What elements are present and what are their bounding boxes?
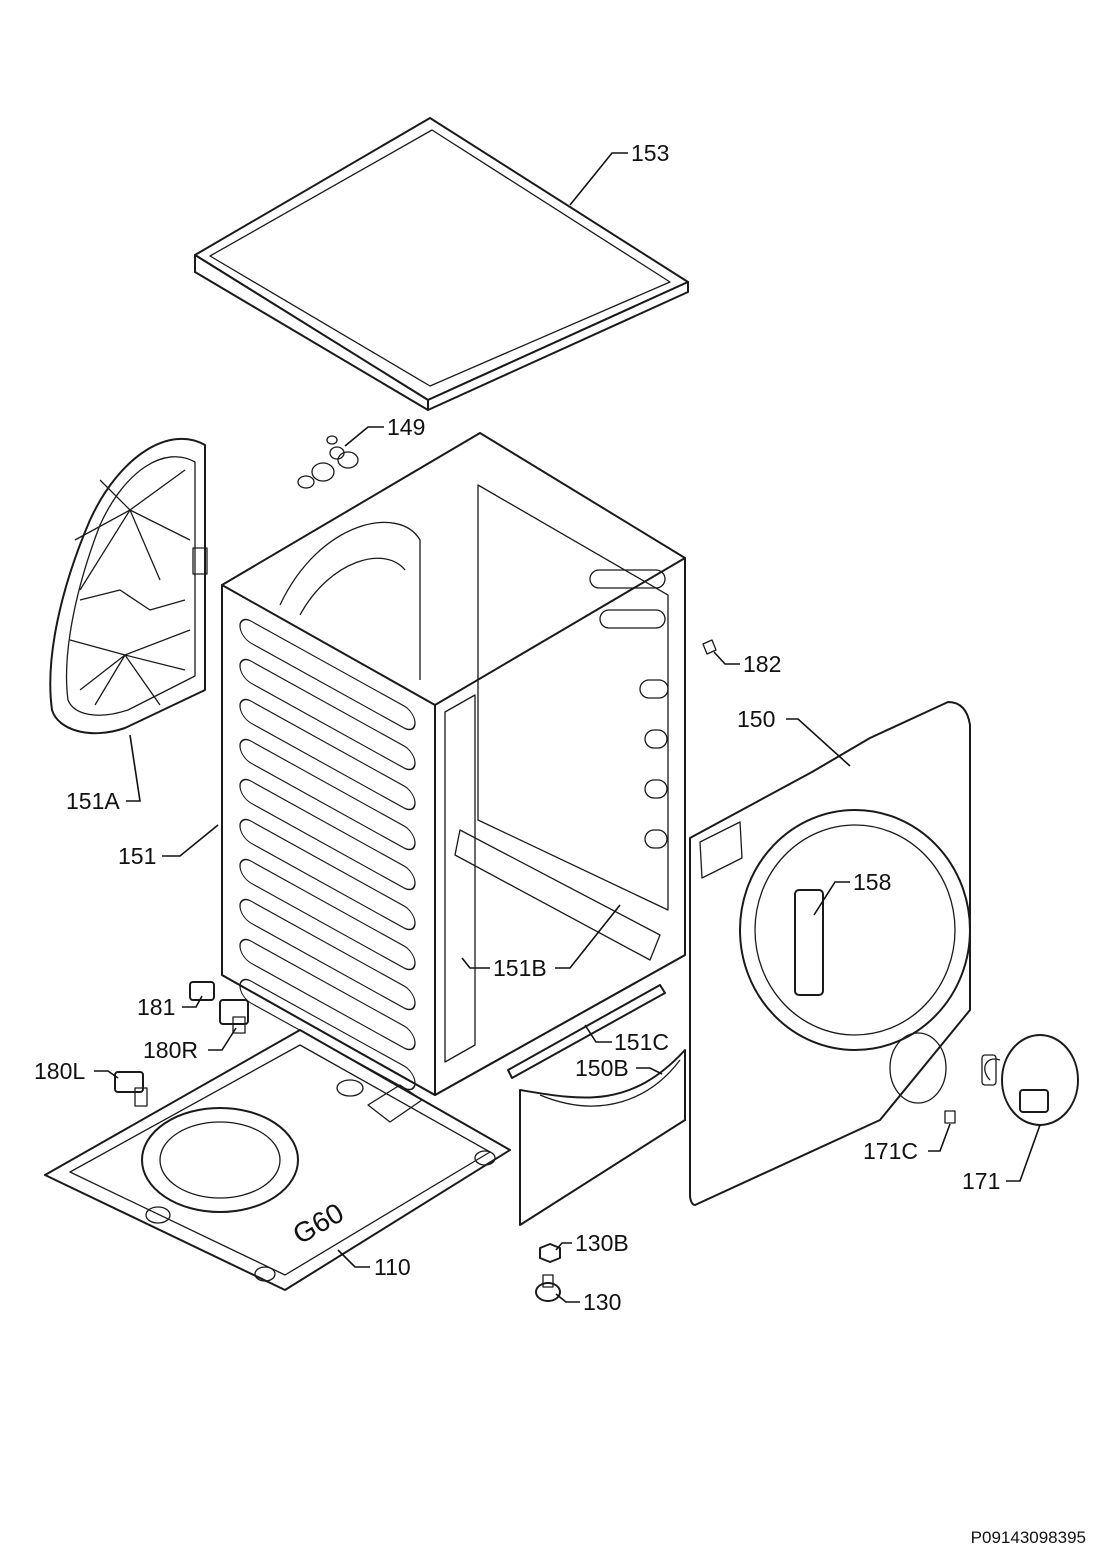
- label-130b: 130B: [575, 1230, 629, 1256]
- label-150: 150: [737, 706, 775, 732]
- label-151b: 151B: [493, 955, 547, 981]
- part-cabinet: [221, 432, 686, 1096]
- label-130: 130: [583, 1289, 621, 1315]
- label-151a: 151A: [66, 788, 120, 814]
- label-171c: 171C: [863, 1138, 918, 1164]
- label-181: 181: [137, 994, 175, 1020]
- part-rear-panel: [49, 437, 208, 735]
- label-182: 182: [743, 651, 781, 677]
- label-171: 171: [962, 1168, 1000, 1194]
- label-151: 151: [118, 843, 156, 869]
- label-150b: 150B: [575, 1055, 629, 1081]
- label-151c: 151C: [614, 1029, 669, 1055]
- part-caps-149: [297, 435, 359, 489]
- label-153: 153: [631, 140, 669, 166]
- part-base: G60: [44, 1029, 511, 1291]
- leader-lines: [94, 152, 1041, 1303]
- label-149: 149: [387, 414, 425, 440]
- part-feet: [535, 1243, 561, 1302]
- part-clip-182: [702, 639, 717, 655]
- part-top-cover: [194, 117, 689, 411]
- document-code: P09143098395: [970, 1528, 1086, 1547]
- label-158: 158: [853, 869, 891, 895]
- part-drain-cap: [944, 1034, 1079, 1126]
- label-180l: 180L: [34, 1058, 85, 1084]
- part-connectors: [114, 981, 249, 1107]
- label-110: 110: [374, 1254, 411, 1280]
- label-180r: 180R: [143, 1037, 198, 1063]
- callout-labels: 153 149 182 150 151A 151 158 151B 181 18…: [34, 140, 1000, 1315]
- part-front-panel: [689, 701, 971, 1206]
- part-plinth: [519, 1049, 686, 1226]
